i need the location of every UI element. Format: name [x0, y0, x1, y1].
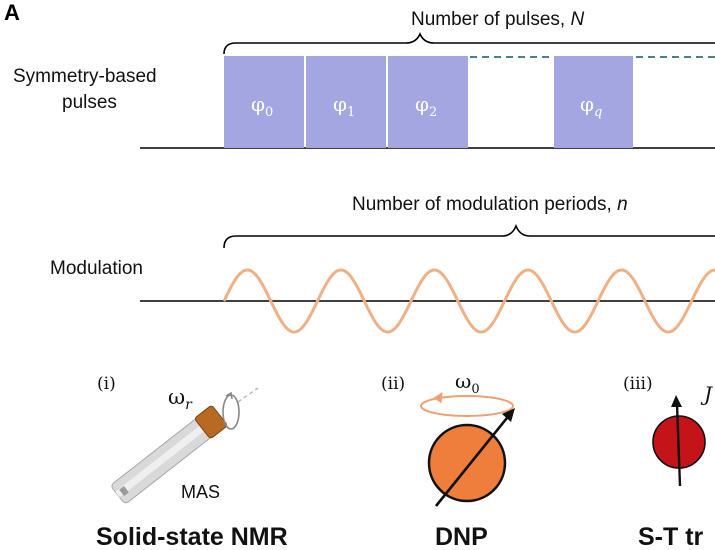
dnp-spin-arrow-icon: [434, 408, 515, 507]
pulse-count-brace: [223, 32, 715, 55]
pulse-count-text: Number of pulses,: [411, 9, 570, 30]
rotor-frequency-label: ωr: [168, 385, 193, 413]
coupling-symbol: J: [700, 382, 713, 406]
pulse-phase-2: φ2: [415, 92, 437, 120]
rotation-arrow-icon: [222, 391, 240, 430]
example-i-caption: Solid-state NMR: [96, 523, 288, 550]
modulation-count-text: Number of modulation periods,: [352, 194, 617, 215]
example-ii-caption: DNP: [435, 523, 488, 550]
pulse-block-phiq: [554, 56, 633, 148]
pulse-phase-0: φ0: [251, 92, 273, 120]
modulation-wave: [222, 268, 715, 334]
pulses-row-label-line2: pulses: [62, 92, 117, 113]
pulse-block-phi2: [388, 56, 468, 148]
example-iii-caption: S-T tr: [638, 523, 704, 550]
dnp-frequency-label: ω0: [455, 369, 480, 397]
st-spin-arrow-icon: [671, 395, 682, 487]
modulation-count-label: Number of modulation periods, n: [352, 194, 628, 215]
example-iii-numeral: (iii): [623, 374, 653, 394]
example-ii-numeral: (ii): [381, 374, 405, 394]
pulses-row-label-line1: Symmetry-based: [13, 66, 157, 87]
precession-orbit-icon: [420, 392, 514, 417]
pulse-block-phi0: [224, 56, 304, 148]
modulation-count-var: n: [617, 194, 628, 215]
modulation-row-label: Modulation: [50, 258, 143, 279]
pulse-phase-1: φ1: [333, 92, 355, 120]
mas-label: MAS: [181, 482, 220, 502]
pulse-block-phi1: [306, 56, 386, 148]
example-i-numeral: (i): [97, 374, 116, 394]
pulse-count-label: Number of pulses, N: [411, 9, 584, 30]
pulse-count-var: N: [570, 9, 584, 30]
modulation-count-brace: [223, 223, 715, 249]
panel-letter: A: [4, 0, 20, 25]
pulse-phase-q: φq: [580, 92, 602, 120]
mas-rotor: [111, 387, 259, 504]
